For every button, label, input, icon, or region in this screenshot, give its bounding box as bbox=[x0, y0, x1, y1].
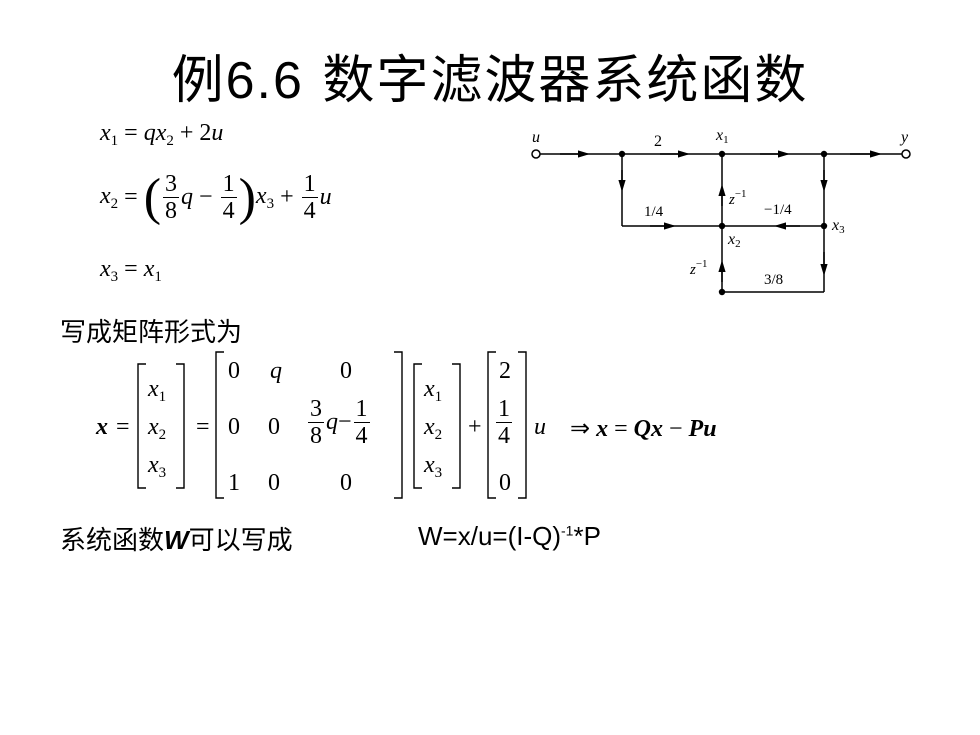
node-x3-label: x3 bbox=[831, 217, 845, 236]
state-vector-brackets-2 bbox=[413, 363, 461, 489]
gain-neg-quarter-label: −1/4 bbox=[764, 202, 792, 218]
delay-upper-label: z−1 bbox=[728, 188, 747, 208]
gain-2-label: 2 bbox=[654, 133, 662, 150]
node-u-label: u bbox=[532, 129, 540, 146]
result-equation: ⇒ x = Qx − Pu bbox=[570, 416, 717, 442]
signal-flow-diagram: u y x1 x2 x3 2 1/4 −1/4 3/8 z−1 z−1 bbox=[531, 127, 911, 296]
equation-1: x1 = qx2 + 2u bbox=[100, 120, 224, 149]
node-x2-label: x2 bbox=[727, 231, 741, 250]
state-vector-brackets bbox=[137, 363, 185, 489]
matrix-intro: 写成矩阵形式为 bbox=[60, 318, 243, 348]
node-y-label: y bbox=[899, 129, 909, 146]
system-function-formula: W=x/u=(I-Q)-1*P bbox=[418, 521, 601, 551]
system-function-line: 系统函数W可以写成 bbox=[60, 525, 293, 556]
gain-three-eighths-label: 3/8 bbox=[764, 272, 783, 288]
page-title: 例6.6 数字滤波器系统函数 bbox=[0, 38, 980, 113]
node-x1-label: x1 bbox=[715, 127, 729, 146]
title-number: 6.6 bbox=[225, 52, 304, 110]
p-vector-brackets bbox=[487, 351, 527, 499]
title-rest: 数字滤波器系统函数 bbox=[322, 51, 809, 111]
gain-quarter-label: 1/4 bbox=[644, 204, 664, 220]
q-matrix-brackets bbox=[215, 351, 403, 499]
delay-lower-label: z−1 bbox=[689, 258, 708, 278]
matrix-lhs-x: x bbox=[96, 414, 108, 440]
equation-3: x3 = x1 bbox=[100, 256, 162, 285]
w-symbol: W bbox=[164, 525, 189, 555]
title-prefix: 例 bbox=[171, 51, 226, 111]
